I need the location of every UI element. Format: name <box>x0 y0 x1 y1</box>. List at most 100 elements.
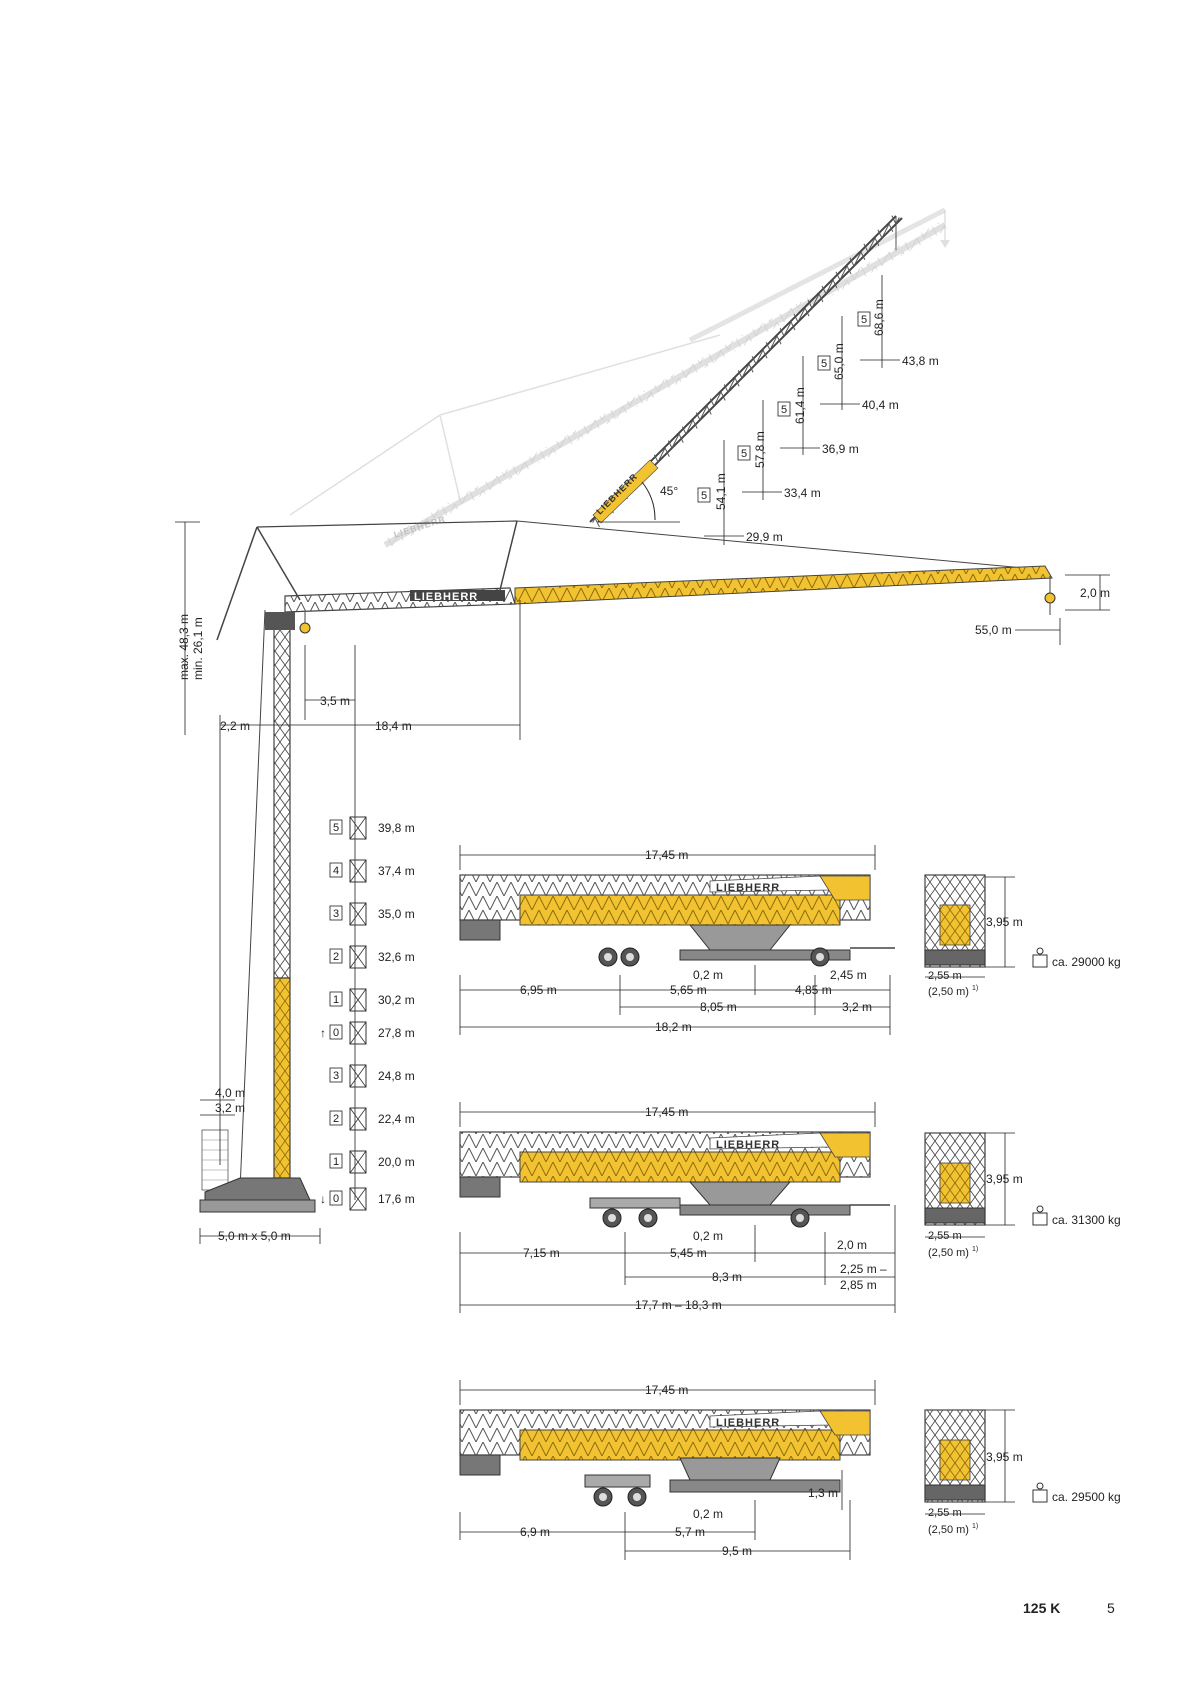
luffing-step-4: 5 65,0 m 40,4 m <box>817 343 899 412</box>
transport-1-labels: 17,45 m 3,95 m ca. 29000 kg 2,55 m (2,50… <box>520 848 1121 1034</box>
luffing-step-5: 5 68,6 m 43,8 m <box>857 299 939 368</box>
tower-height-value: 35,0 m <box>378 907 415 921</box>
svg-text:5,65 m: 5,65 m <box>670 983 707 997</box>
tower-height-value: 27,8 m <box>378 1026 415 1040</box>
svg-text:LIEBHERR: LIEBHERR <box>393 514 447 540</box>
svg-text:0,2 m: 0,2 m <box>693 1229 723 1243</box>
tower-height-row: ↑ 0 27,8 m <box>320 1021 415 1045</box>
svg-text:7,15 m: 7,15 m <box>523 1246 560 1260</box>
svg-text:6,9 m: 6,9 m <box>520 1525 550 1539</box>
transport-1: LIEBHERR <box>459 874 986 968</box>
svg-text:1): 1) <box>972 985 978 992</box>
svg-text:2,55 m: 2,55 m <box>928 1230 962 1242</box>
svg-text:1): 1) <box>972 1246 978 1253</box>
direction-arrow-icon: ↑ <box>320 1026 326 1040</box>
luffing-height-3: 61,4 m <box>793 387 807 424</box>
jib-rear-section: 18,4 m <box>375 719 412 733</box>
tower-height-value: 32,6 m <box>378 950 415 964</box>
svg-text:2,0 m: 2,0 m <box>837 1238 867 1252</box>
hook-offset: 2,0 m <box>1080 586 1110 600</box>
svg-text:17,45 m: 17,45 m <box>645 1105 688 1119</box>
svg-text:5,45 m: 5,45 m <box>670 1246 707 1260</box>
t1-weight: ca. 29000 kg <box>1052 955 1121 969</box>
luffing-angle: 45° <box>660 484 678 498</box>
t1-center: 0,2 m <box>693 968 723 982</box>
tower-height-value: 20,0 m <box>378 1155 415 1169</box>
svg-text:2,85 m: 2,85 m <box>840 1278 877 1292</box>
svg-text:8,05 m: 8,05 m <box>700 1000 737 1014</box>
weight-icon <box>1032 947 1048 1503</box>
transport-3-labels: 17,45 m 3,95 m ca. 29500 kg 2,55 m (2,50… <box>520 1383 1121 1558</box>
t1-total: 18,2 m <box>655 1020 692 1034</box>
svg-text:5: 5 <box>861 314 867 326</box>
luffing-jib-45: LIEBHERR 45° <box>589 212 904 529</box>
svg-text:3,2 m: 3,2 m <box>842 1000 872 1014</box>
tower-section-count: 1 <box>333 994 339 1006</box>
tower-height-value: 39,8 m <box>378 821 415 835</box>
t1-width-alt: (2,50 m) <box>928 986 969 998</box>
t3-clearance: 1,3 m <box>808 1486 838 1500</box>
svg-text:8,3 m: 8,3 m <box>712 1270 742 1284</box>
ballast-height-2: 3,2 m <box>215 1101 245 1115</box>
svg-text:0,2 m: 0,2 m <box>693 1507 723 1521</box>
ballast-height-1: 4,0 m <box>215 1086 245 1100</box>
tower-section-count: 0 <box>333 1027 339 1039</box>
tower-height-row: 3 24,8 m <box>329 1064 415 1088</box>
svg-text:5: 5 <box>741 448 747 460</box>
main-crane: LIEBHERR <box>199 520 1056 1213</box>
transport-3-dimensions <box>459 1380 1015 1560</box>
model-name: 125 K <box>1023 1600 1061 1616</box>
t2-weight: ca. 31300 kg <box>1052 1213 1121 1227</box>
tower-section-count: 3 <box>333 908 339 920</box>
svg-text:2,25 m –: 2,25 m – <box>840 1262 887 1276</box>
svg-text:5: 5 <box>821 358 827 370</box>
luffing-step-1: 5 54,1 m 29,9 m <box>697 473 783 544</box>
t1-length-top: 17,45 m <box>645 848 688 862</box>
tower-height-value: 17,6 m <box>378 1192 415 1206</box>
base-dimension: 5,0 m x 5,0 m <box>218 1229 291 1243</box>
tower-height-value: 22,4 m <box>378 1112 415 1126</box>
luffing-height-2: 57,8 m <box>753 431 767 468</box>
luffing-radius-1: 29,9 m <box>746 530 783 544</box>
svg-text:17,45 m: 17,45 m <box>645 1383 688 1397</box>
ghost-jibs: LIEBHERR <box>289 207 950 550</box>
hook-height-min: min. 26,1 m <box>191 617 205 680</box>
luffing-radius-2: 33,4 m <box>784 486 821 500</box>
transport-2: LIEBHERR <box>459 1131 986 1228</box>
transport-2-labels: 17,45 m 3,95 m ca. 31300 kg 2,55 m (2,50… <box>523 1105 1121 1312</box>
tower-section-count: 1 <box>333 1156 339 1168</box>
t1-height: 3,95 m <box>986 915 1023 929</box>
t3-weight: ca. 29500 kg <box>1052 1490 1121 1504</box>
luffing-step-2: 5 57,8 m 33,4 m <box>737 431 821 500</box>
counter-jib-rear: 2,2 m <box>220 719 250 733</box>
luffing-dimensions <box>704 275 900 545</box>
luffing-step-3: 5 61,4 m 36,9 m <box>777 387 859 456</box>
transport-3: LIEBHERR <box>459 1409 986 1507</box>
counter-jib: 3,5 m <box>320 694 350 708</box>
tower-height-value: 37,4 m <box>378 864 415 878</box>
svg-text:(2,50 m): (2,50 m) <box>928 1524 969 1536</box>
svg-text:3,95 m: 3,95 m <box>986 1450 1023 1464</box>
svg-text:4,85 m: 4,85 m <box>795 983 832 997</box>
luffing-radius-3: 36,9 m <box>822 442 859 456</box>
tower-height-value: 24,8 m <box>378 1069 415 1083</box>
svg-text:1): 1) <box>972 1523 978 1530</box>
svg-text:5,7 m: 5,7 m <box>675 1525 705 1539</box>
t1-width: 2,55 m <box>928 970 962 982</box>
svg-text:5: 5 <box>701 490 707 502</box>
svg-text:2,55 m: 2,55 m <box>928 1507 962 1519</box>
luffing-jib-logo: LIEBHERR <box>594 471 639 516</box>
svg-text:LIEBHERR: LIEBHERR <box>716 1417 780 1429</box>
tower-height-value: 30,2 m <box>378 993 415 1007</box>
tower-height-row: 1 20,0 m <box>329 1150 415 1174</box>
svg-text:5: 5 <box>781 404 787 416</box>
t3-total: 9,5 m <box>722 1544 752 1558</box>
tower-section-count: 3 <box>333 1070 339 1082</box>
page-number: 5 <box>1107 1600 1115 1616</box>
tower-section-count: 0 <box>333 1193 339 1205</box>
